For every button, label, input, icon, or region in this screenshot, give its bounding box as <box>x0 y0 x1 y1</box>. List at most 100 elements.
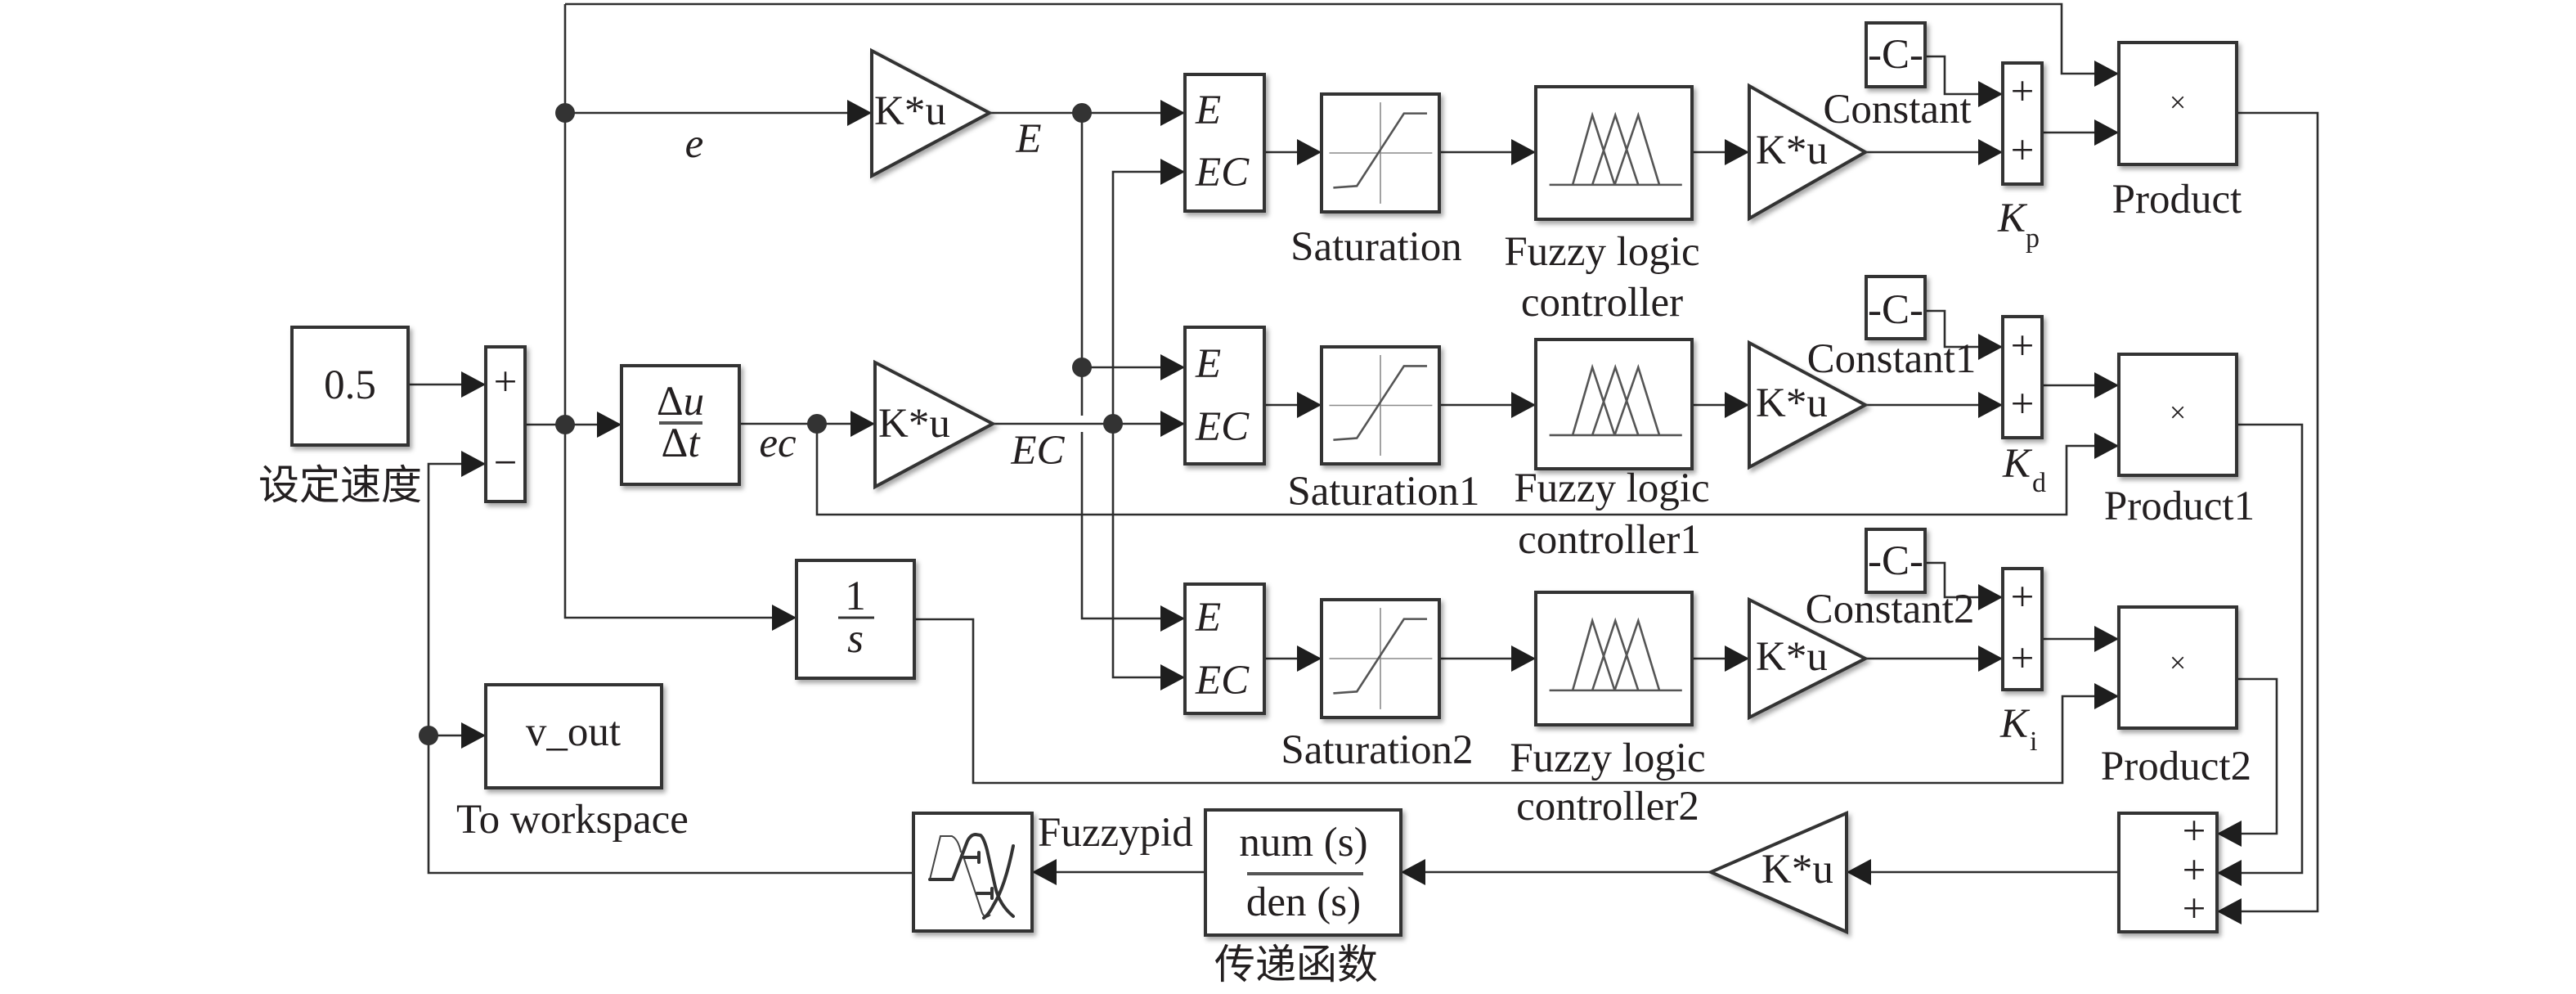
gain-text: K*u <box>1756 380 1828 426</box>
arrowhead-EC-to-mux1 <box>1160 411 1185 437</box>
derivative-denominator-variable: t <box>688 421 701 466</box>
arrowhead-setpoint-to-sum <box>461 371 486 398</box>
saturation-label: Saturation <box>1290 224 1462 270</box>
arrowhead-E-to-mux <box>1160 100 1185 126</box>
sum-label-symbol: K <box>2002 441 2033 487</box>
saturation-icon-curve <box>1333 112 1428 189</box>
arrowhead-error-trunk-to-integrator <box>772 605 797 631</box>
gain-triangle <box>1748 83 1869 222</box>
signal-label-E: E <box>1015 116 1041 162</box>
wire-product-to-output-sum <box>2217 111 2319 913</box>
arrowhead-kd-fuzzy-to-gain <box>1725 392 1749 418</box>
wire-ki-constant-to-sum <box>1925 561 2003 599</box>
icon-arrow-lower <box>976 887 994 900</box>
sum-label-subscript: d <box>2032 468 2046 498</box>
gain-text: K*u <box>1756 634 1828 680</box>
fuzzy-controller-box <box>1534 591 1694 726</box>
fuzzy-pid-block <box>912 812 1034 933</box>
gain-triangle <box>1748 340 1869 470</box>
output-gain-triangle <box>1707 810 1848 935</box>
mux-input-label-ec: EC <box>1195 658 1250 704</box>
setpoint-box <box>290 326 410 447</box>
derivative-block: Δu Δt <box>620 364 741 486</box>
arrowhead-kd-gain-to-sum <box>1978 392 2003 418</box>
mux-input-label-e: E <box>1195 88 1221 133</box>
fuzzy-icon-membership-triangle <box>1613 111 1661 186</box>
arrowhead-E-to-mux1 <box>1160 354 1185 380</box>
derivative-delta: Δ <box>657 379 684 425</box>
setpoint-label: 设定速度 <box>258 462 422 508</box>
sum-sign-2: + <box>2011 636 2035 681</box>
sum-sign-1: + <box>2011 323 2035 369</box>
fuzzy-rule-viewer-icon <box>928 833 1015 920</box>
derivative-numerator: Δu <box>657 379 704 425</box>
output-gain-block: K*u <box>1707 810 1848 935</box>
output-gain-text: K*u <box>1761 847 1833 893</box>
arrowhead-transfer-function-to-fuzzy-pid <box>1032 859 1057 885</box>
arrowhead-kp-gain-to-sum <box>1978 139 2003 165</box>
fuzzy-controller-label-line2: controller1 <box>1518 517 1701 563</box>
constant-box <box>1865 528 1927 594</box>
fuzzy-controller-label-line2: controller <box>1521 280 1683 326</box>
icon-arrow-upper <box>963 851 981 864</box>
mux-input-label-ec: EC <box>1195 404 1250 450</box>
constant-label: Constant1 <box>1807 336 1977 382</box>
sum-label-symbol: K <box>1997 196 2028 241</box>
icon-bold-curve <box>982 844 1015 920</box>
output-sum-sign-3: + <box>2183 886 2206 932</box>
arrowhead-feedback-to-sum <box>461 451 486 477</box>
junction-dot-E-row2 <box>1072 358 1092 377</box>
product-box <box>2117 353 2238 477</box>
fuzzy-controller-box <box>1534 338 1694 470</box>
product-symbol: × <box>2170 86 2186 119</box>
arrowhead-ki-sum-to-product <box>2094 626 2119 652</box>
error-sum-sign-plus: + <box>494 359 518 405</box>
row-ki: E EC Saturation2 Fuzzy logic controller2… <box>1183 528 2251 830</box>
integrator-block: 1 s <box>795 559 916 680</box>
mux-input-label-ec: EC <box>1195 150 1250 196</box>
sum-box <box>2001 61 2044 186</box>
junction-dots <box>419 103 1123 745</box>
arrowhead-kp-constant-to-sum <box>1978 81 2003 107</box>
fuzzy-controller-label-line1: Fuzzy logic <box>1514 466 1709 511</box>
junction-dot-e <box>555 103 575 123</box>
wire-product2-to-output-sum <box>2217 677 2278 835</box>
arrowhead-ki-mux-to-saturation <box>1297 645 1322 672</box>
output-sum-sign-2: + <box>2183 848 2206 893</box>
arrowhead-feedback-to-workspace <box>461 722 486 749</box>
block-icons <box>1329 102 1682 709</box>
fuzzy-controller-label-line1: Fuzzy logic <box>1504 229 1699 275</box>
to-workspace-label: To workspace <box>456 797 689 843</box>
constant-label: Constant <box>1823 87 1971 133</box>
error-sum-box <box>484 345 527 503</box>
arrowhead-ki-gain-to-sum <box>1978 645 2003 672</box>
arrowhead-kd-constant-to-sum <box>1978 334 2003 360</box>
transfer-function-numerator: num (s) <box>1239 820 1367 866</box>
arrowhead-kp-saturation-to-fuzzy <box>1511 139 1536 165</box>
arrowhead-product-to-output-sum <box>2217 898 2242 924</box>
product-box <box>2117 605 2238 730</box>
constant-value: -C- <box>1868 287 1923 333</box>
signal-wires <box>408 2 2319 924</box>
constant-value: -C- <box>1868 538 1923 584</box>
wire-EC-to-mux <box>1111 170 1185 424</box>
gain-ec-text: K*u <box>878 401 950 447</box>
sum-box <box>2001 315 2044 439</box>
integrator-denominator: s <box>847 616 864 662</box>
output-sum-block: + + + <box>2117 808 2219 933</box>
sum-label-subscript: i <box>2030 726 2037 757</box>
product-label: Product <box>2112 177 2242 223</box>
sum-label-symbol: K <box>1999 701 2031 747</box>
constant-box <box>1865 275 1927 340</box>
gain-e-text: K*u <box>874 88 946 134</box>
gain-ec-triangle <box>873 359 997 490</box>
arrowhead-product2-to-output-sum <box>2217 821 2242 847</box>
wire-error-trunk-to-integrator <box>563 4 797 619</box>
gain-e-triangle <box>870 47 994 179</box>
to-workspace-block: v_out <box>484 683 663 789</box>
wire-kp-constant-to-sum <box>1925 55 2003 96</box>
arrowhead-E-bus-lower <box>1160 605 1185 632</box>
mux-box <box>1183 326 1266 466</box>
icon-thin-trapezoid <box>929 835 962 880</box>
